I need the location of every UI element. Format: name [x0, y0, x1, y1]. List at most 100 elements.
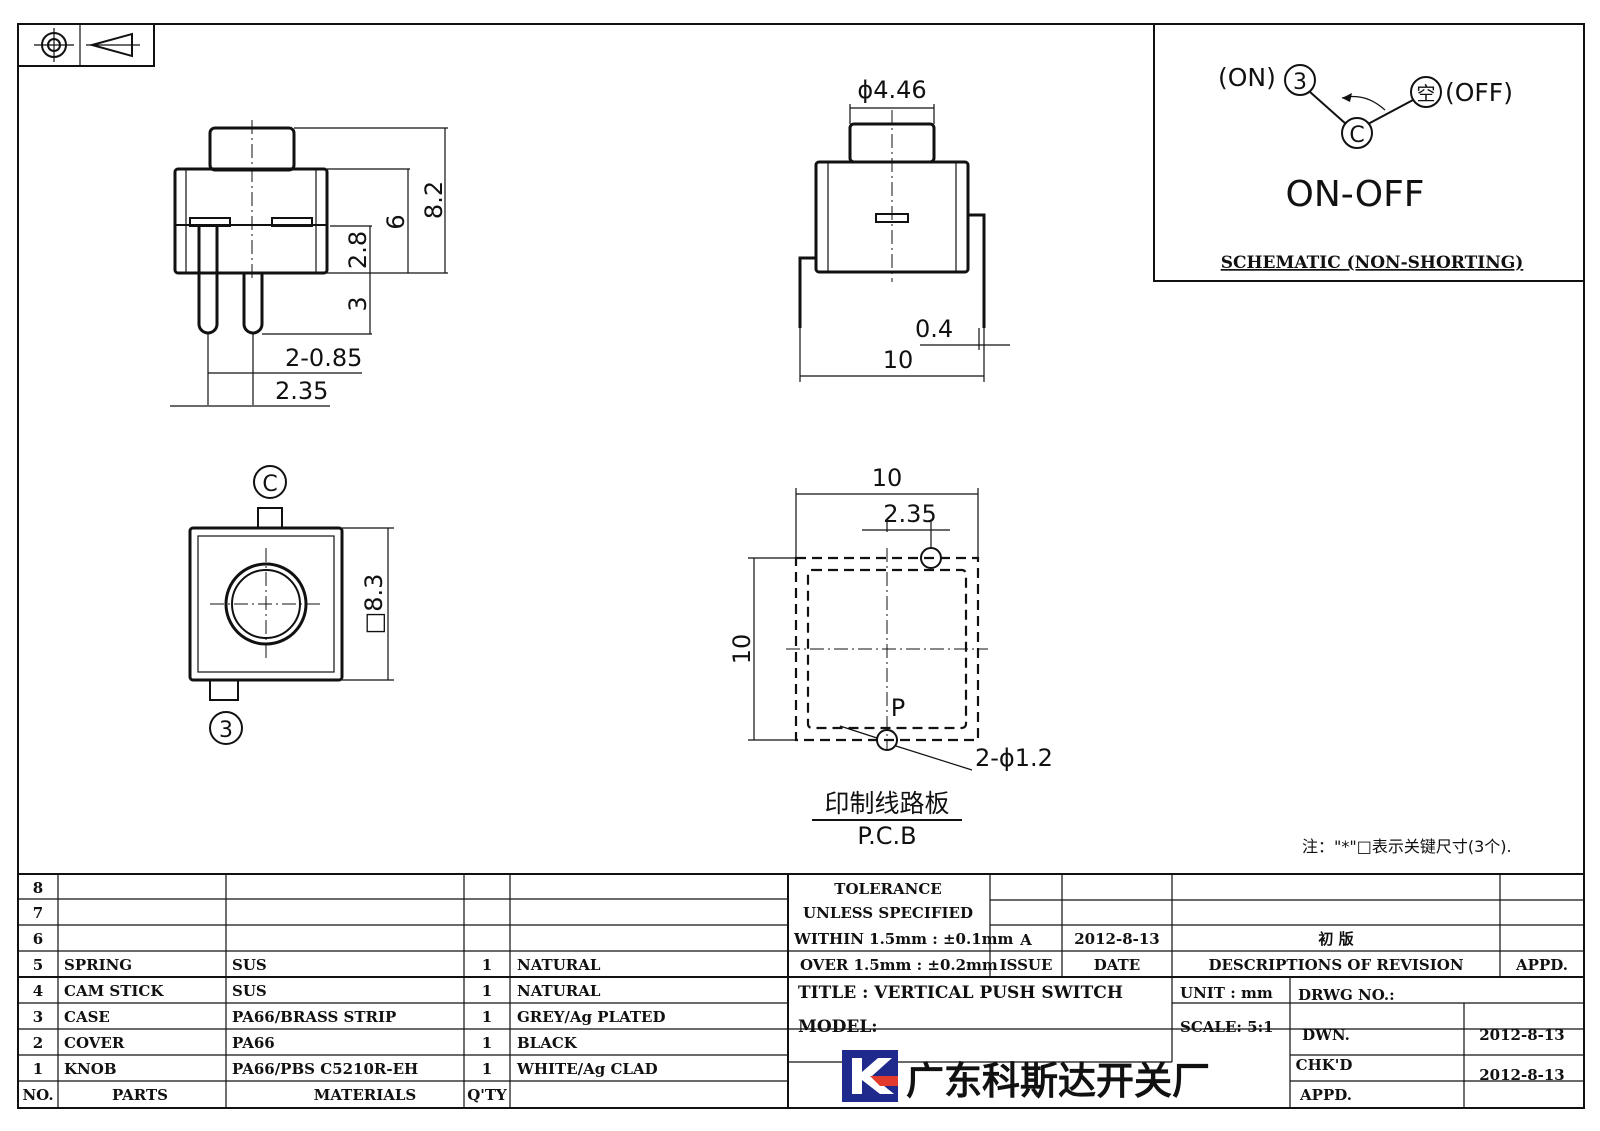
- drawing-note: 注："*"□表示关键尺寸(3个).: [1302, 837, 1512, 856]
- schematic-off-label: (OFF): [1445, 78, 1513, 107]
- bom-no: 7: [33, 904, 43, 922]
- bom-no: 2: [33, 1034, 43, 1052]
- schematic-caption: SCHEMATIC (NON-SHORTING): [1221, 253, 1524, 273]
- revision-date: 2012-8-13: [1074, 930, 1160, 948]
- side-view: 8.2 6 2.8 3 2-0.85 2.35: [170, 120, 448, 407]
- sheet-border: [17, 23, 1585, 1109]
- bom-qty: 1: [482, 1060, 492, 1078]
- front-view: ϕ4.46 0.4 10: [798, 76, 1010, 382]
- dim-pin-pitch: 2.35: [275, 377, 328, 405]
- bom-no: 8: [33, 879, 43, 897]
- dim-pcb-holes: 2-ϕ1.2: [975, 744, 1053, 772]
- tolerance-line-1: TOLERANCE: [834, 880, 941, 898]
- bom-part: CAM STICK: [64, 982, 164, 1000]
- bom-qty: 1: [482, 1008, 492, 1026]
- dim-knob-diameter: ϕ4.46: [857, 76, 926, 104]
- schematic-pin-3: 3: [1293, 70, 1307, 95]
- tolerance-line-4: OVER 1.5mm : ±0.2mm: [800, 956, 998, 974]
- dim-pcb-offset: 2.35: [883, 500, 936, 528]
- drawing-title: TITLE : VERTICAL PUSH SWITCH: [798, 983, 1123, 1003]
- revision-header-date: DATE: [1094, 956, 1140, 974]
- top-pin-c: C: [262, 472, 277, 497]
- drawing-scale: SCALE: 5:1: [1180, 1018, 1274, 1036]
- bom-header-qty: Q'TY: [467, 1086, 507, 1104]
- bom-material: PA66: [232, 1034, 275, 1052]
- dim-body-height: 6: [382, 214, 410, 229]
- revision-header-desc: DESCRIPTIONS OF REVISION: [1208, 956, 1463, 974]
- schematic-mode: ON-OFF: [1285, 174, 1424, 215]
- schematic-pin-empty: 空: [1416, 83, 1435, 105]
- bom-material: PA66/PBS C5210R-EH: [232, 1060, 418, 1078]
- bom-no: 1: [33, 1060, 43, 1078]
- company-logo-icon: [842, 1050, 898, 1102]
- table-row: 8: [33, 879, 43, 897]
- pcb-title-cn: 印制线路板: [824, 789, 949, 818]
- drawn-by-label: DWN.: [1302, 1026, 1350, 1044]
- table-row: 1 KNOB PA66/PBS C5210R-EH 1 WHITE/Ag CLA…: [33, 1060, 658, 1078]
- drawn-date: 2012-8-13: [1479, 1026, 1565, 1044]
- revision-description: 初 版: [1318, 930, 1353, 948]
- table-row: 2 COVER PA66 1 BLACK: [33, 1034, 578, 1052]
- revision-issue: A: [1019, 931, 1032, 949]
- table-row: 5 SPRING SUS 1 NATURAL: [33, 956, 601, 974]
- bom-no: 3: [33, 1008, 43, 1026]
- dim-pin-thickness: 0.4: [915, 315, 953, 343]
- schematic-pin-c: C: [1349, 123, 1364, 148]
- bom-part: CASE: [64, 1008, 110, 1026]
- table-row: 4 CAM STICK SUS 1 NATURAL: [33, 982, 601, 1000]
- tolerance-line-3: WITHIN 1.5mm : ±0.1mm: [793, 930, 1014, 948]
- bom-material: SUS: [232, 956, 267, 974]
- dim-pin-width: 2-0.85: [285, 344, 362, 372]
- checked-label: CHK'D: [1296, 1056, 1353, 1074]
- bom-no: 6: [33, 930, 43, 948]
- bom-header-parts: PARTS: [112, 1086, 168, 1104]
- table-row: 3 CASE PA66/BRASS STRIP 1 GREY/Ag PLATED: [33, 1008, 666, 1026]
- bom-qty: 1: [482, 982, 492, 1000]
- bom-material: PA66/BRASS STRIP: [232, 1008, 396, 1026]
- drawing-model: MODEL:: [798, 1017, 878, 1037]
- dim-pcb-width: 10: [872, 464, 903, 492]
- dim-pcb-height: 10: [728, 634, 756, 665]
- drawing-unit: UNIT : mm: [1180, 984, 1273, 1002]
- bom-finish: WHITE/Ag CLAD: [516, 1060, 658, 1078]
- first-angle-projection-icon: [17, 23, 155, 67]
- tolerance-block: TOLERANCE UNLESS SPECIFIED WITHIN 1.5mm …: [793, 880, 1568, 974]
- dim-pin-band: 2.8: [344, 231, 372, 269]
- bom-finish: NATURAL: [517, 982, 601, 1000]
- pcb-layout: P 10 2.35 10 2-ϕ1.2 印制线路板 P.C.B: [728, 464, 1053, 850]
- pcb-p-label: P: [891, 694, 905, 722]
- bom-finish: GREY/Ag PLATED: [517, 1008, 666, 1026]
- title-fields: TITLE : VERTICAL PUSH SWITCH UNIT : mm D…: [798, 983, 1565, 1104]
- schematic-on-label: (ON): [1218, 63, 1276, 92]
- top-pin-3: 3: [219, 718, 233, 743]
- dim-total-height: 8.2: [420, 181, 448, 219]
- company-name: 广东科斯达开关厂: [906, 1059, 1210, 1103]
- bom-finish: NATURAL: [517, 956, 601, 974]
- revision-header-appd: APPD.: [1515, 956, 1568, 974]
- checked-date: 2012-8-13: [1479, 1066, 1565, 1084]
- pcb-title-en: P.C.B: [857, 822, 916, 850]
- bom-qty: 1: [482, 956, 492, 974]
- approved-label: APPD.: [1299, 1086, 1352, 1104]
- table-row: 6: [33, 930, 43, 948]
- bom-no: 5: [33, 956, 43, 974]
- bom-material: SUS: [232, 982, 267, 1000]
- bom-qty: 1: [482, 1034, 492, 1052]
- bom-part: SPRING: [64, 956, 132, 974]
- bom-table: 8 7 6 5 SPRING SUS 1 NATURAL 4 CAM STICK…: [22, 879, 665, 1104]
- top-view: C 3 □8.3: [188, 465, 394, 745]
- table-row: 7: [33, 904, 43, 922]
- bom-header-materials: MATERIALS: [314, 1086, 417, 1104]
- bom-finish: BLACK: [517, 1034, 578, 1052]
- dim-top-square: □8.3: [360, 574, 388, 635]
- dim-front-width: 10: [883, 346, 914, 374]
- dim-pin-length: 3: [344, 296, 372, 311]
- schematic-panel: (ON) 3 空 (OFF) C ON-OFF SCHEMATIC (NON-S…: [1153, 23, 1585, 282]
- bom-part: KNOB: [64, 1060, 117, 1078]
- bom-no: 4: [33, 982, 43, 1000]
- title-block: [18, 873, 1584, 1108]
- drawing-number-label: DRWG NO.:: [1298, 986, 1395, 1004]
- bom-header-no: NO.: [22, 1086, 53, 1104]
- revision-header-issue: ISSUE: [1000, 956, 1053, 974]
